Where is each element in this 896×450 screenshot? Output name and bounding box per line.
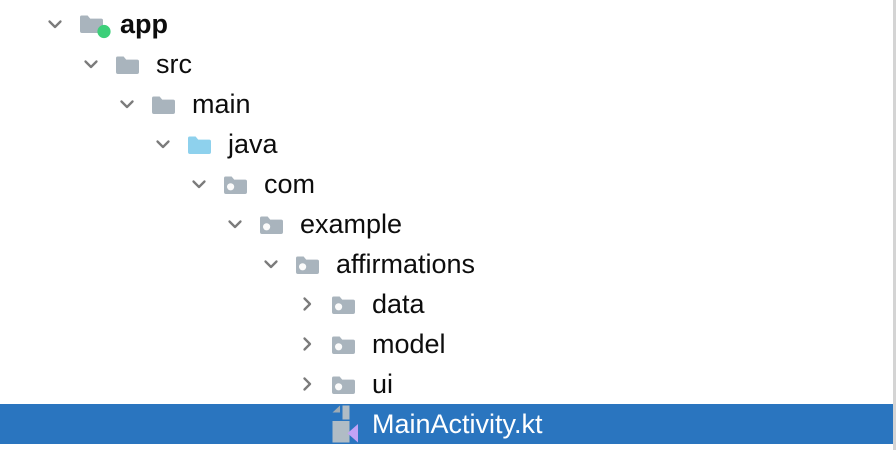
package-icon-slot: [224, 164, 264, 204]
tree-row-label: affirmations: [336, 249, 476, 279]
package-icon-slot: [332, 284, 372, 324]
expand-toggle[interactable]: [119, 84, 152, 124]
module-folder-icon: [80, 15, 111, 38]
tree-row-label: model: [372, 329, 446, 359]
folder-icon: [152, 96, 175, 114]
expand-toggle[interactable]: [155, 124, 188, 164]
expand-toggle[interactable]: [227, 204, 260, 244]
chevron-down-icon: [120, 100, 134, 109]
package-icon-slot: [332, 324, 372, 364]
chevron-down-icon: [48, 20, 62, 29]
tree-row-data[interactable]: data: [0, 284, 893, 324]
tree-row-label: data: [372, 289, 425, 319]
package-icon: [224, 176, 247, 194]
source-folder-icon-slot: [188, 124, 228, 164]
chevron-right-icon: [303, 297, 312, 311]
tree-row-affirmations[interactable]: affirmations: [0, 244, 893, 284]
chevron-down-icon: [156, 140, 170, 149]
tree-row-app[interactable]: app: [0, 4, 893, 44]
folder-icon: [116, 56, 139, 74]
tree-row-ui[interactable]: ui: [0, 364, 893, 404]
package-icon: [332, 296, 355, 314]
tree-row-label: com: [264, 169, 316, 199]
folder-icon-slot: [116, 44, 156, 84]
expand-toggle[interactable]: [47, 4, 80, 44]
chevron-right-icon: [303, 377, 312, 391]
tree-row-label: MainActivity.kt: [372, 409, 543, 439]
chevron-right-icon: [303, 337, 312, 351]
package-icon: [260, 216, 283, 234]
kotlin-file-icon-slot: [332, 404, 372, 444]
green-run-badge-icon: [97, 24, 111, 38]
package-icon-slot: [296, 244, 336, 284]
expand-toggle[interactable]: [191, 164, 224, 204]
tree-row-src[interactable]: src: [0, 44, 893, 84]
expand-toggle[interactable]: [299, 364, 332, 404]
tree-row-label: java: [228, 129, 278, 159]
package-icon: [332, 336, 355, 354]
tree-row-main[interactable]: main: [0, 84, 893, 124]
expand-toggle[interactable]: [263, 244, 296, 284]
expand-toggle[interactable]: [299, 324, 332, 364]
chevron-spacer: [299, 404, 332, 444]
module-folder-icon-slot: [80, 4, 120, 44]
tree-row-label: src: [156, 49, 192, 79]
tree-row-java[interactable]: java: [0, 124, 893, 164]
kotlin-file-icon: [332, 405, 358, 443]
tree-row-label: main: [192, 89, 251, 119]
chevron-down-icon: [228, 220, 242, 229]
chevron-down-icon: [264, 260, 278, 269]
tree-row-example[interactable]: example: [0, 204, 893, 244]
package-icon: [296, 256, 319, 274]
chevron-down-icon: [84, 60, 98, 69]
expand-toggle[interactable]: [83, 44, 116, 84]
tree-row-label: example: [300, 209, 403, 239]
chevron-down-icon: [192, 180, 206, 189]
package-icon: [332, 376, 355, 394]
package-icon-slot: [332, 364, 372, 404]
package-icon-slot: [260, 204, 300, 244]
tree-row-model[interactable]: model: [0, 324, 893, 364]
folder-icon-slot: [152, 84, 192, 124]
tree-row-mainactivity-kt[interactable]: MainActivity.kt: [0, 404, 893, 444]
expand-toggle[interactable]: [299, 284, 332, 324]
tree-row-label: ui: [372, 369, 394, 399]
tree-row-com[interactable]: com: [0, 164, 893, 204]
source-folder-icon: [188, 136, 211, 154]
tree-row-label: app: [120, 9, 169, 39]
